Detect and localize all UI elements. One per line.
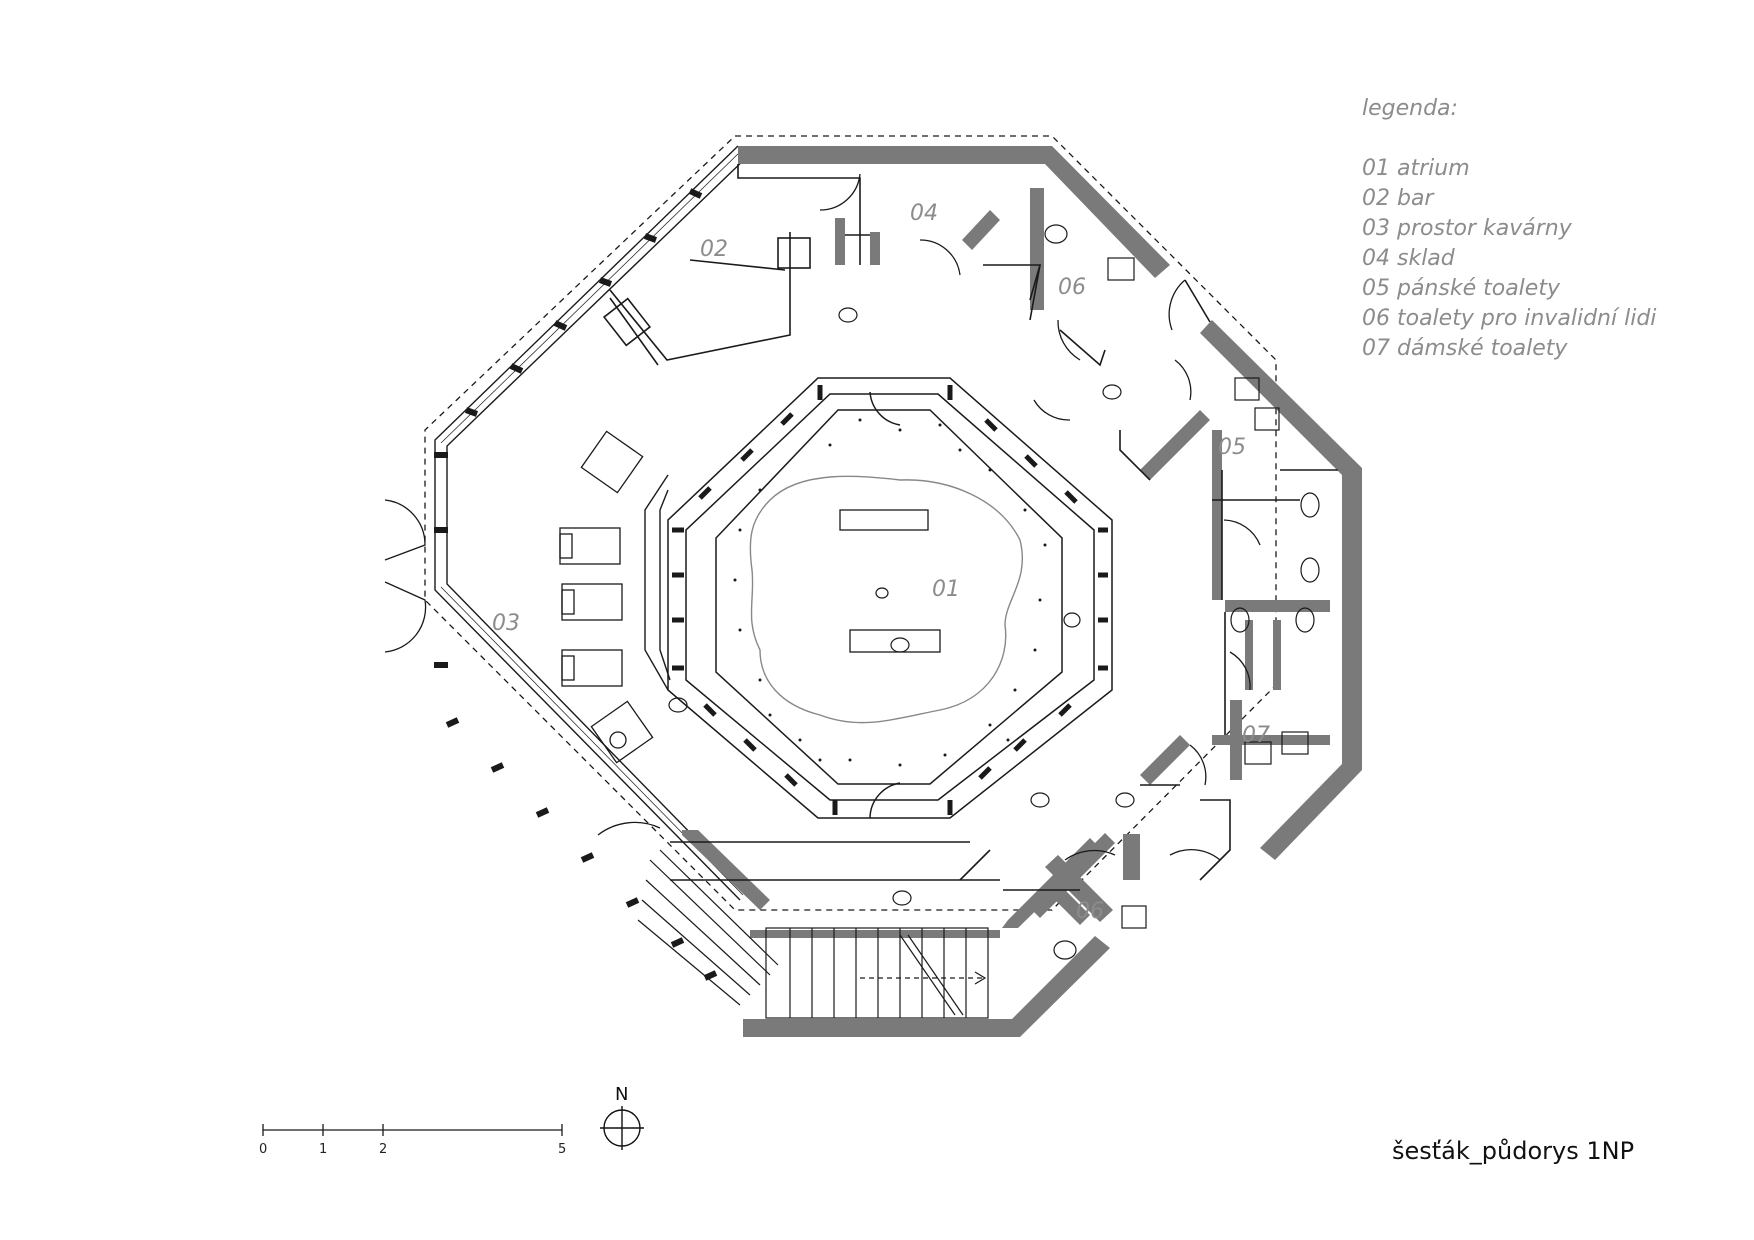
scale-tick-5: 5 (558, 1142, 566, 1157)
interior-partitions (602, 164, 1338, 891)
cafe-furniture (559, 430, 654, 764)
legend-item: 07 dámské toalety (1362, 336, 1568, 361)
legend-title: legenda: (1362, 96, 1458, 121)
atrium (667, 377, 1113, 819)
north-arrow-label: N (615, 1084, 628, 1105)
drawing-title: šesťák_půdorys 1NP (1392, 1137, 1635, 1165)
room-label-wc-accessible-north: 06 (1058, 275, 1086, 300)
doors (384, 173, 1261, 861)
people-figures (668, 307, 1135, 906)
room-label-storage: 04 (910, 201, 938, 226)
legend-item: 06 toalety pro invalidní lidi (1362, 306, 1657, 331)
legend-item: 03 prostor kavárny (1362, 216, 1572, 241)
atrium-pond (749, 475, 1023, 724)
room-label-wc-women: 07 (1242, 723, 1270, 748)
atrium-inner-ring (685, 393, 1095, 801)
legend-item: 04 sklad (1362, 246, 1455, 271)
atrium-mullions (672, 385, 1108, 815)
atrium-gravel (733, 418, 1047, 767)
scale-tick-1: 1 (319, 1142, 327, 1157)
cafe-bench (644, 474, 671, 691)
legend-item: 01 atrium (1362, 156, 1470, 181)
atrium-bench-south (849, 629, 941, 653)
scale-bar (262, 1124, 563, 1136)
north-arrow-icon (600, 1106, 644, 1150)
legend: legenda: 01 atrium 02 bar 03 prostor kav… (1362, 96, 1656, 364)
scale-tick-0: 0 (259, 1142, 267, 1157)
atrium-outer-ring (667, 377, 1113, 819)
atrium-bench-north (839, 509, 929, 531)
armchair (580, 430, 644, 494)
legend-list: 01 atrium 02 bar 03 prostor kavárny 04 s… (1362, 154, 1656, 364)
room-label-cafe: 03 (492, 611, 520, 636)
room-label-bar: 02 (700, 237, 728, 262)
room-label-atrium: 01 (932, 577, 960, 602)
atrium-glass-ring (715, 409, 1063, 785)
armchair (590, 700, 654, 764)
glazed-facade (434, 145, 749, 981)
solid-walls (682, 146, 1362, 1037)
room-label-wc-accessible-south: 06 (1076, 899, 1104, 924)
outer-dashed-boundary (424, 135, 1277, 911)
scale-tick-2: 2 (379, 1142, 387, 1157)
legend-item: 05 pánské toalety (1362, 276, 1560, 301)
legend-item: 02 bar (1362, 186, 1434, 211)
facade-mullions (434, 188, 718, 981)
room-label-wc-men: 05 (1218, 435, 1246, 460)
staircase (637, 849, 989, 1019)
sanitary-fixtures (1044, 224, 1320, 960)
